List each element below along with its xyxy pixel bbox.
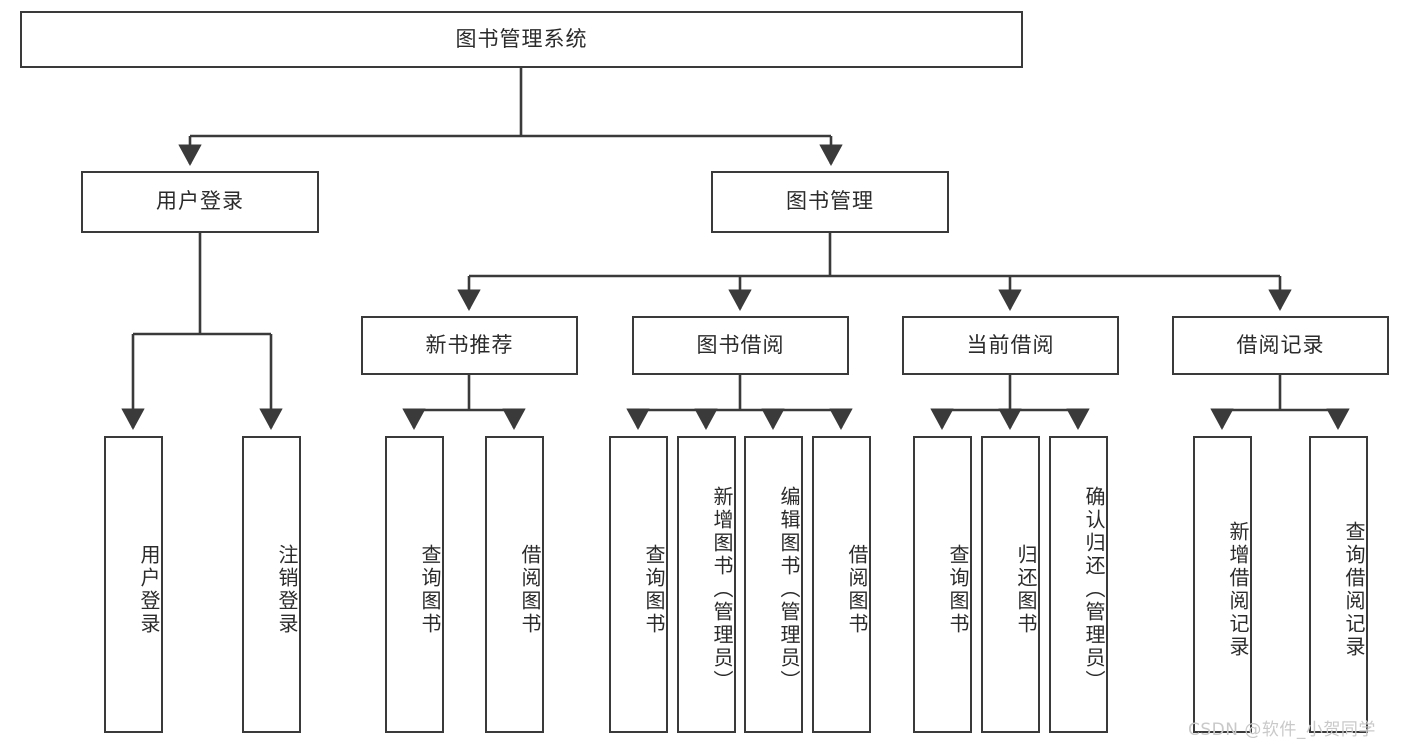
node-leaf-logout[interactable]: 注销登录 [242,436,301,733]
node-leaf-query-book-3[interactable]: 查询图书 [913,436,972,733]
node-leaf-add-record-label: 新增借阅记录 [1226,520,1250,659]
node-leaf-edit-book[interactable]: 编辑图书（管理员） [744,436,803,733]
node-leaf-confirm-return[interactable]: 确认归还（管理员） [1049,436,1108,733]
node-leaf-query-record-label: 查询借阅记录 [1342,520,1366,659]
node-current-borrow-label: 当前借阅 [966,332,1055,357]
node-leaf-query-book-1-label: 查询图书 [418,543,442,636]
node-borrow-record[interactable]: 借阅记录 [1172,316,1389,375]
node-leaf-confirm-return-label: 确认归还（管理员） [1082,486,1106,693]
node-leaf-logout-label: 注销登录 [275,543,299,636]
node-leaf-borrow-book-2[interactable]: 借阅图书 [812,436,871,733]
node-leaf-edit-book-label: 编辑图书（管理员） [777,486,801,693]
node-leaf-add-book-label: 新增图书（管理员） [710,486,734,693]
node-leaf-add-record[interactable]: 新增借阅记录 [1193,436,1252,733]
node-current-borrow[interactable]: 当前借阅 [902,316,1119,375]
node-leaf-query-book-3-label: 查询图书 [946,543,970,636]
node-root[interactable]: 图书管理系统 [20,11,1023,68]
node-new-book-recommend-label: 新书推荐 [425,332,514,357]
node-leaf-query-book-2[interactable]: 查询图书 [609,436,668,733]
node-user-login-label: 用户登录 [156,189,244,214]
node-leaf-user-login[interactable]: 用户登录 [104,436,163,733]
node-leaf-borrow-book-1-label: 借阅图书 [518,543,542,636]
node-user-login[interactable]: 用户登录 [81,171,319,233]
node-book-borrow-label: 图书借阅 [696,332,785,357]
node-leaf-query-record[interactable]: 查询借阅记录 [1309,436,1368,733]
node-new-book-recommend[interactable]: 新书推荐 [361,316,578,375]
node-leaf-user-login-label: 用户登录 [137,543,161,636]
node-leaf-borrow-book-1[interactable]: 借阅图书 [485,436,544,733]
node-book-borrow[interactable]: 图书借阅 [632,316,849,375]
node-leaf-add-book[interactable]: 新增图书（管理员） [677,436,736,733]
node-leaf-query-book-2-label: 查询图书 [642,543,666,636]
node-leaf-query-book-1[interactable]: 查询图书 [385,436,444,733]
node-leaf-return-book[interactable]: 归还图书 [981,436,1040,733]
node-book-manage[interactable]: 图书管理 [711,171,949,233]
node-leaf-borrow-book-2-label: 借阅图书 [845,543,869,636]
node-leaf-return-book-label: 归还图书 [1014,543,1038,636]
csdn-watermark: CSDN @软件_小贺同学 [1188,720,1376,740]
node-root-label: 图书管理系统 [455,26,588,51]
node-borrow-record-label: 借阅记录 [1236,332,1325,357]
node-book-manage-label: 图书管理 [786,189,874,214]
